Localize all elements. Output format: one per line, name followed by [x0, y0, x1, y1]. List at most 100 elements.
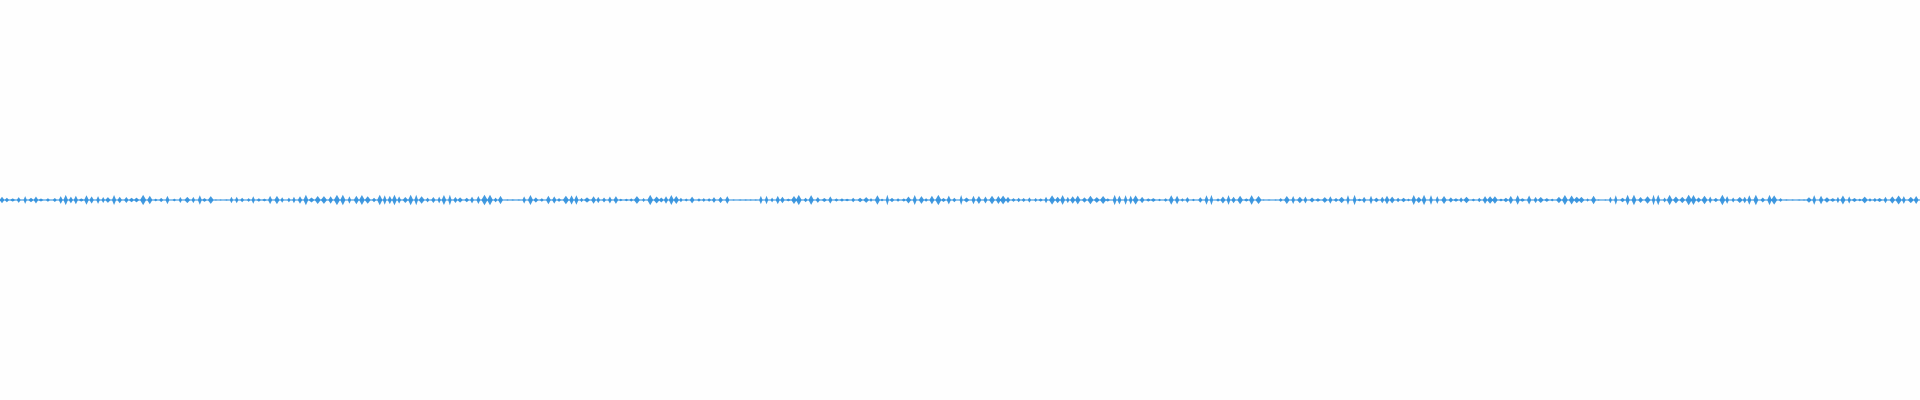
waveform-peak — [1573, 196, 1580, 204]
waveform-peak — [509, 199, 516, 201]
waveform-peak — [402, 197, 409, 203]
waveform-peak — [1537, 197, 1544, 203]
waveform-peak — [1174, 195, 1180, 205]
waveform-peak — [1081, 197, 1088, 203]
waveform-peak — [1005, 196, 1011, 204]
waveform-peak — [1895, 195, 1902, 205]
waveform-peak — [1526, 195, 1532, 205]
waveform-peak — [731, 199, 736, 201]
waveform-peak — [1767, 194, 1772, 206]
waveform-peak — [1261, 199, 1266, 201]
waveform-peak — [1463, 196, 1470, 204]
waveform-peak — [1901, 196, 1906, 204]
waveform-peak — [539, 198, 545, 202]
waveform-peak — [1868, 198, 1872, 202]
waveform-peak — [1132, 195, 1139, 205]
waveform-peak — [1638, 196, 1644, 204]
waveform-peak — [267, 195, 273, 205]
waveform-peak — [1356, 198, 1363, 202]
waveform-peak — [701, 198, 706, 202]
waveform-peak — [591, 196, 597, 204]
waveform-peak — [505, 199, 510, 201]
waveform-peak — [1180, 198, 1185, 202]
waveform-peak — [1663, 197, 1667, 203]
waveform-peak — [1736, 196, 1743, 204]
waveform-peak — [63, 194, 69, 206]
waveform-peak — [880, 198, 884, 202]
waveform-peak — [579, 197, 584, 203]
waveform-peak — [759, 195, 763, 205]
waveform-peak — [1876, 197, 1883, 203]
waveform-peak — [718, 196, 723, 204]
waveform-peak — [1215, 198, 1221, 202]
waveform-peak — [1249, 195, 1255, 205]
waveform-peak — [1619, 197, 1626, 203]
waveform-peak — [1666, 194, 1673, 206]
waveform-peak — [45, 198, 51, 202]
waveform-peak — [1309, 197, 1315, 203]
waveform-peak — [96, 196, 100, 204]
waveform-peak — [453, 197, 458, 203]
waveform-peak — [642, 198, 646, 202]
waveform-peak — [1857, 198, 1862, 202]
waveform-peak — [347, 196, 352, 204]
waveform-peak — [963, 197, 970, 203]
waveform-peak — [1055, 196, 1061, 204]
waveform-peak — [821, 198, 828, 202]
waveform-peak — [1508, 195, 1514, 205]
waveform-peak — [1255, 196, 1262, 204]
waveform-peak — [1713, 197, 1719, 203]
waveform-peak — [1105, 198, 1111, 202]
waveform-peak — [780, 196, 785, 204]
waveform-peak — [1441, 196, 1447, 204]
waveform-peak — [1291, 196, 1295, 204]
waveform-peak — [1362, 196, 1367, 204]
waveform-peak — [292, 196, 296, 204]
waveform-peak — [556, 198, 562, 202]
waveform-peak — [1685, 194, 1692, 206]
waveform-peak — [725, 196, 730, 204]
waveform-peak — [111, 194, 117, 206]
waveform-peak — [1346, 195, 1350, 205]
waveform-peak — [1278, 198, 1283, 202]
waveform-peak — [607, 196, 612, 204]
waveform-peak — [1631, 194, 1637, 206]
waveform-peak — [533, 197, 539, 203]
waveform-peak — [1556, 196, 1562, 204]
waveform-peak — [742, 199, 749, 201]
waveform-peak — [834, 198, 839, 202]
waveform-peak — [748, 199, 753, 201]
waveform-peak — [869, 198, 873, 202]
waveform-peak — [418, 196, 425, 204]
waveform-peak — [308, 197, 315, 203]
waveform-peak — [476, 196, 481, 204]
waveform-peak — [256, 198, 262, 202]
waveform-peak — [1033, 198, 1038, 202]
waveform-peak — [1889, 196, 1896, 204]
waveform-peak — [140, 194, 147, 206]
waveform-peak — [673, 196, 680, 204]
waveform-peak — [885, 194, 889, 206]
waveform-peak — [1283, 195, 1290, 205]
waveform-peak — [764, 195, 769, 205]
waveform-peak — [251, 196, 256, 204]
waveform-peak — [1421, 194, 1427, 206]
waveform-peak — [223, 199, 230, 201]
waveform-peak — [441, 195, 447, 205]
waveform-peak — [863, 197, 870, 203]
waveform-peak — [737, 199, 743, 201]
waveform-peak — [1596, 199, 1601, 201]
waveform-peak — [815, 197, 821, 203]
waveform-peak — [1352, 194, 1357, 206]
waveform-peak — [1429, 195, 1433, 205]
waveform-peak — [1321, 197, 1328, 203]
waveform-peak — [397, 196, 402, 204]
waveform-peak — [229, 196, 234, 204]
waveform-peak — [333, 194, 340, 206]
waveform-peak — [448, 194, 452, 206]
waveform-peak — [287, 197, 291, 203]
waveform-peak — [623, 198, 630, 202]
waveform-peak — [999, 195, 1007, 205]
waveform-peak — [770, 197, 774, 203]
